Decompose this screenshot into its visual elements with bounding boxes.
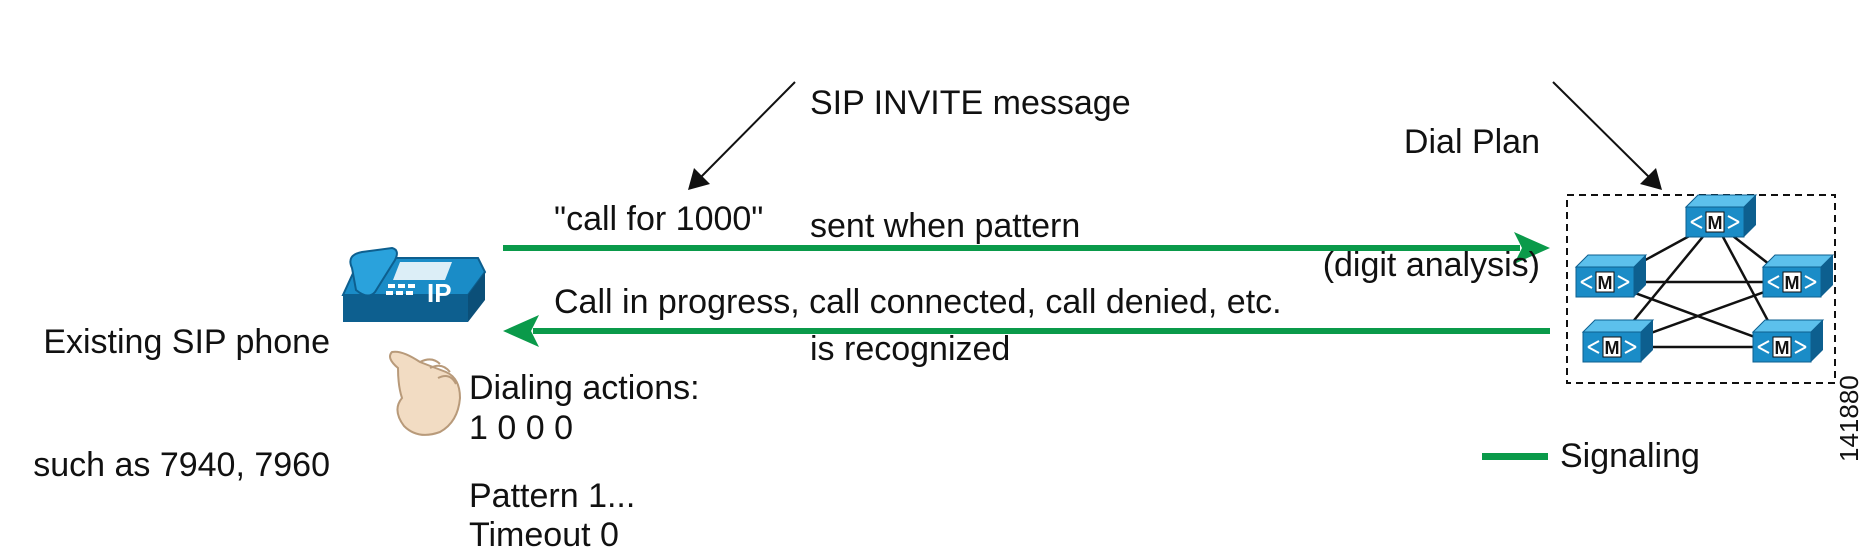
- phone-badge: IP: [427, 278, 452, 308]
- incoming-signal-arrow: [503, 315, 1550, 347]
- call-manager-label: M: [1775, 338, 1790, 358]
- call-manager-icon: M: [1574, 254, 1648, 298]
- call-manager-label: M: [1785, 273, 1800, 293]
- dialing-timeout: Timeout 0: [469, 516, 619, 554]
- invite-annotation-line-3: is recognized: [810, 330, 1011, 368]
- call-manager-icon: M: [1581, 319, 1655, 363]
- call-manager-label: M: [1598, 273, 1613, 293]
- invite-annotation-line-2: sent when pattern: [810, 207, 1081, 245]
- invite-annotation-line-1: SIP INVITE message: [810, 84, 1131, 122]
- call-manager-icon: M: [1751, 319, 1825, 363]
- dialplan-annotation-line-2: (digit analysis): [1322, 246, 1540, 284]
- phone-label-line-1: Existing SIP phone: [43, 323, 330, 361]
- phone-label: Existing SIP phone such as 7940, 7960: [0, 240, 330, 527]
- invite-annotation: SIP INVITE message sent when pattern is …: [810, 1, 1131, 411]
- dialing-pattern: Pattern 1...: [469, 477, 636, 515]
- figure-number: 141880: [1834, 375, 1864, 462]
- phone-label-line-2: such as 7940, 7960: [33, 446, 330, 484]
- call-manager-label: M: [1605, 338, 1620, 358]
- outgoing-signal-label: "call for 1000": [554, 200, 764, 238]
- call-manager-cluster: M M M M M: [1566, 194, 1836, 384]
- invite-pointer-arrow: [688, 81, 796, 190]
- dialplan-pointer-arrow: [1552, 81, 1662, 190]
- legend-signaling-swatch: [1482, 453, 1548, 460]
- legend-signaling-label: Signaling: [1560, 437, 1700, 475]
- call-manager-icon: M: [1684, 194, 1758, 238]
- call-manager-label: M: [1708, 213, 1723, 233]
- dialing-digits: 1 0 0 0: [469, 409, 573, 447]
- ip-phone-icon: IP: [341, 246, 487, 322]
- outgoing-signal-arrow: [503, 232, 1550, 264]
- call-manager-icon: M: [1761, 254, 1835, 298]
- incoming-signal-label: Call in progress, call connected, call d…: [554, 283, 1282, 321]
- dialplan-annotation-line-1: Dial Plan: [1403, 123, 1540, 161]
- dialing-actions-title: Dialing actions:: [469, 369, 700, 407]
- hand-dialing-icon: [389, 350, 462, 436]
- dialplan-annotation: Dial Plan (digit analysis): [1300, 40, 1540, 327]
